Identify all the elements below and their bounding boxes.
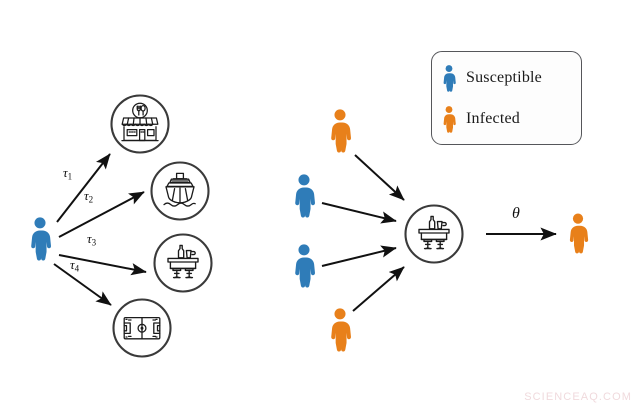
edge-label-tau4: τ4 <box>70 257 80 274</box>
left-panel-arrows <box>53 153 147 306</box>
visitor-person-2[interactable] <box>295 174 315 218</box>
visitor-3-arrow <box>321 245 397 267</box>
edge-label-tau1: τ1 <box>63 165 73 182</box>
legend-item-infected: Infected <box>432 99 581 139</box>
visitor-person-4[interactable] <box>331 308 351 352</box>
person-icon <box>331 308 351 352</box>
venue-cruise-ship[interactable] <box>150 161 210 221</box>
venue-bar[interactable] <box>153 233 213 293</box>
edge-label-tau2: τ2 <box>84 188 94 205</box>
right-panel-visitors <box>295 109 351 352</box>
edge-tau3-arrow <box>58 254 147 276</box>
person-icon <box>432 105 466 134</box>
visitor-4-arrow <box>352 266 405 312</box>
legend-label-susceptible: Susceptible <box>466 69 542 86</box>
left-source-person[interactable] <box>31 217 51 261</box>
person-icon <box>569 213 589 254</box>
person-icon <box>295 174 315 218</box>
legend-item-susceptible: Susceptible <box>432 58 581 98</box>
watermark: SCIENCEAQ.COM <box>524 391 632 403</box>
outcome-person-infected[interactable] <box>569 213 589 254</box>
person-icon <box>432 64 466 93</box>
theta-label: θ <box>512 205 520 222</box>
legend: Susceptible Infected <box>431 51 582 145</box>
visitor-person-3[interactable] <box>295 244 315 288</box>
legend-label-infected: Infected <box>466 110 521 127</box>
person-icon <box>295 244 315 288</box>
person-icon <box>31 217 51 261</box>
left-panel-venues <box>110 94 213 358</box>
venue-restaurant[interactable] <box>110 94 170 154</box>
edge-tau1-arrow <box>56 153 111 223</box>
right-panel-venue-bar[interactable] <box>404 204 464 264</box>
person-icon <box>331 109 351 153</box>
edge-tau4-arrow <box>53 263 112 306</box>
venue-soccer-field[interactable] <box>112 298 172 358</box>
visitor-1-arrow <box>354 154 405 201</box>
visitor-person-1[interactable] <box>331 109 351 153</box>
edge-label-tau3: τ3 <box>87 231 97 248</box>
edge-tau2-arrow <box>58 191 145 238</box>
visitor-2-arrow <box>321 202 397 224</box>
right-panel-arrows <box>321 154 405 312</box>
